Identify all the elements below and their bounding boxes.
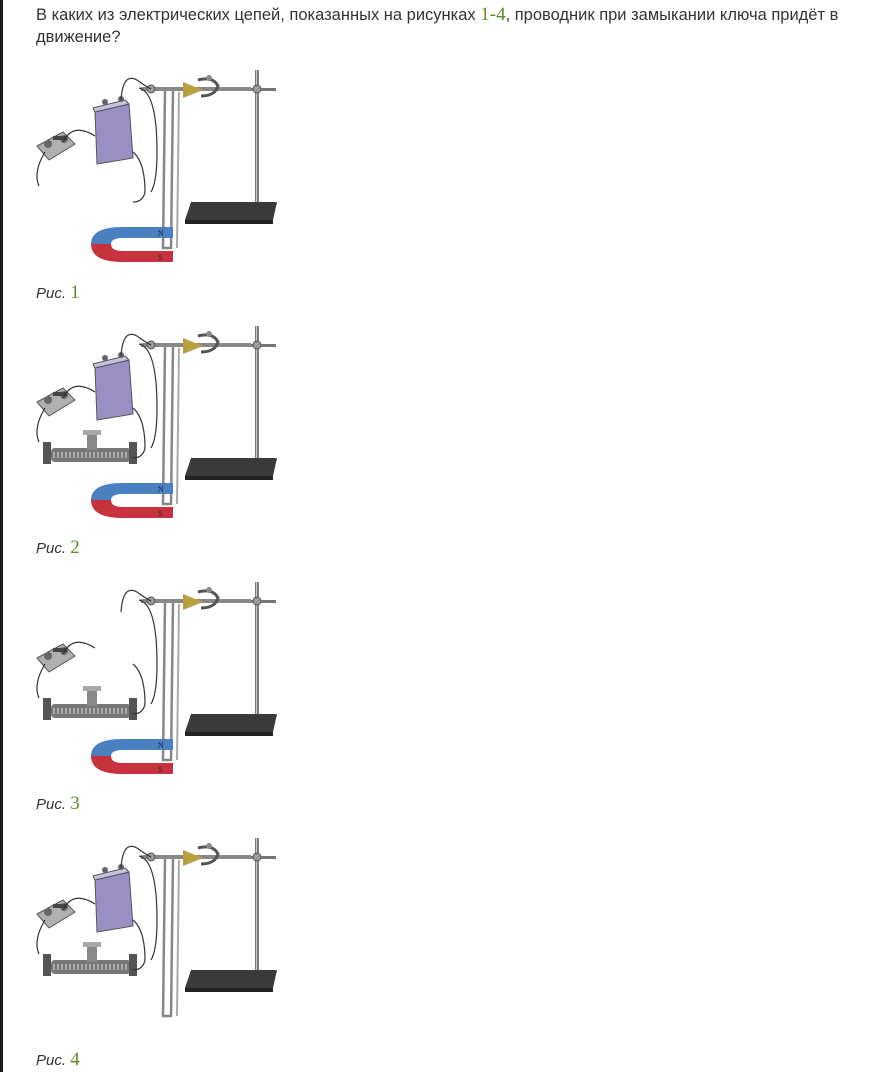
lab-stand [185, 326, 277, 480]
svg-text:N: N [158, 229, 164, 238]
clamp [141, 75, 251, 98]
lab-stand [185, 838, 277, 992]
clamp [141, 587, 251, 610]
lab-stand [185, 70, 277, 224]
caption-number: 2 [70, 537, 80, 558]
figure-caption-1: Рис. 1 [36, 282, 80, 304]
rheostat [43, 686, 137, 720]
conductor-rod [161, 345, 180, 506]
caption-prefix: Рис. [36, 540, 71, 557]
circuit-figure-3: N S [33, 564, 283, 796]
circuit-figure-1: N S [33, 52, 283, 284]
caption-prefix: Рис. [36, 285, 71, 302]
conductor-rod [161, 601, 180, 762]
horseshoe-magnet: N S [91, 739, 173, 774]
switch-key [36, 131, 76, 161]
switch-key [36, 899, 76, 929]
wires [36, 333, 158, 459]
caption-number: 1 [70, 282, 80, 303]
switch-key [36, 387, 76, 417]
question-text-after: , проводник при замыкании ключа придёт в… [36, 6, 839, 46]
circuit-figure-4 [33, 820, 283, 1052]
wires [36, 589, 158, 715]
caption-prefix: Рис. [36, 1052, 71, 1069]
horseshoe-magnet: N S [91, 483, 173, 518]
horseshoe-magnet: N S [91, 227, 173, 262]
figure-caption-4: Рис. 4 [36, 1049, 80, 1071]
circuit-figure-2: N S [33, 308, 283, 540]
figure-caption-2: Рис. 2 [36, 537, 80, 559]
svg-text:S: S [158, 509, 162, 518]
battery [92, 864, 134, 933]
rheostat [43, 942, 137, 976]
battery [92, 352, 134, 421]
rheostat [43, 430, 137, 464]
conductor-rod [161, 89, 180, 250]
caption-number: 3 [70, 793, 80, 814]
conductor-rod [161, 857, 180, 1018]
wires [36, 845, 158, 971]
caption-prefix: Рис. [36, 796, 71, 813]
svg-text:N: N [158, 741, 164, 750]
clamp [141, 331, 251, 354]
question-text: В каких из электрических цепей, показанн… [36, 4, 882, 48]
svg-text:N: N [158, 485, 164, 494]
question-text-before: В каких из электрических цепей, показанн… [36, 6, 481, 24]
clamp [141, 843, 251, 866]
svg-text:S: S [158, 765, 162, 774]
wires [36, 77, 158, 203]
caption-number: 4 [70, 1049, 80, 1070]
question-range: 1-4 [480, 4, 506, 25]
figure-caption-3: Рис. 3 [36, 793, 80, 815]
battery [92, 96, 134, 165]
lab-stand [185, 582, 277, 736]
svg-text:S: S [158, 253, 162, 262]
left-border [0, 0, 3, 1072]
